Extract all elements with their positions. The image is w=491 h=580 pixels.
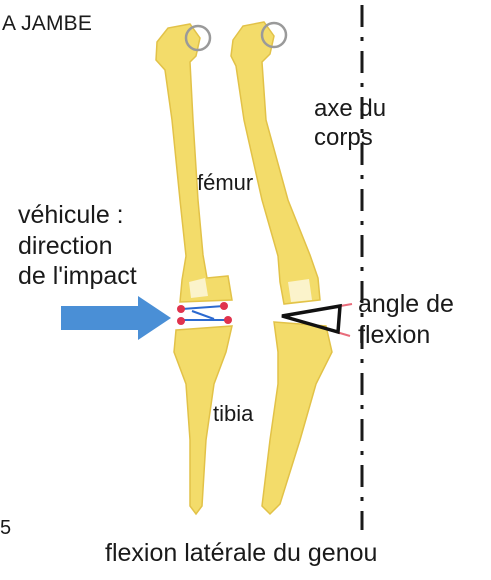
page-number: 5 xyxy=(0,516,11,540)
left-femur-bone xyxy=(156,24,232,302)
figure-caption: flexion latérale du genou xyxy=(105,538,377,568)
right-tibia-bone xyxy=(262,322,332,514)
header-title: A JAMBE xyxy=(2,11,92,36)
joint-point xyxy=(224,316,232,324)
angle-label: angle de flexion xyxy=(358,289,454,350)
joint-point xyxy=(177,317,185,325)
left-knee-joint xyxy=(177,302,232,325)
body-axis-label: axe du corps xyxy=(314,95,386,153)
tibia-label: tibia xyxy=(213,401,253,427)
impact-arrow-icon xyxy=(61,296,171,340)
right-femur-bone xyxy=(231,22,320,304)
impact-label: véhicule : direction de l'impact xyxy=(18,200,137,292)
femur-label: fémur xyxy=(197,170,253,196)
joint-point xyxy=(220,302,228,310)
joint-point xyxy=(177,305,185,313)
